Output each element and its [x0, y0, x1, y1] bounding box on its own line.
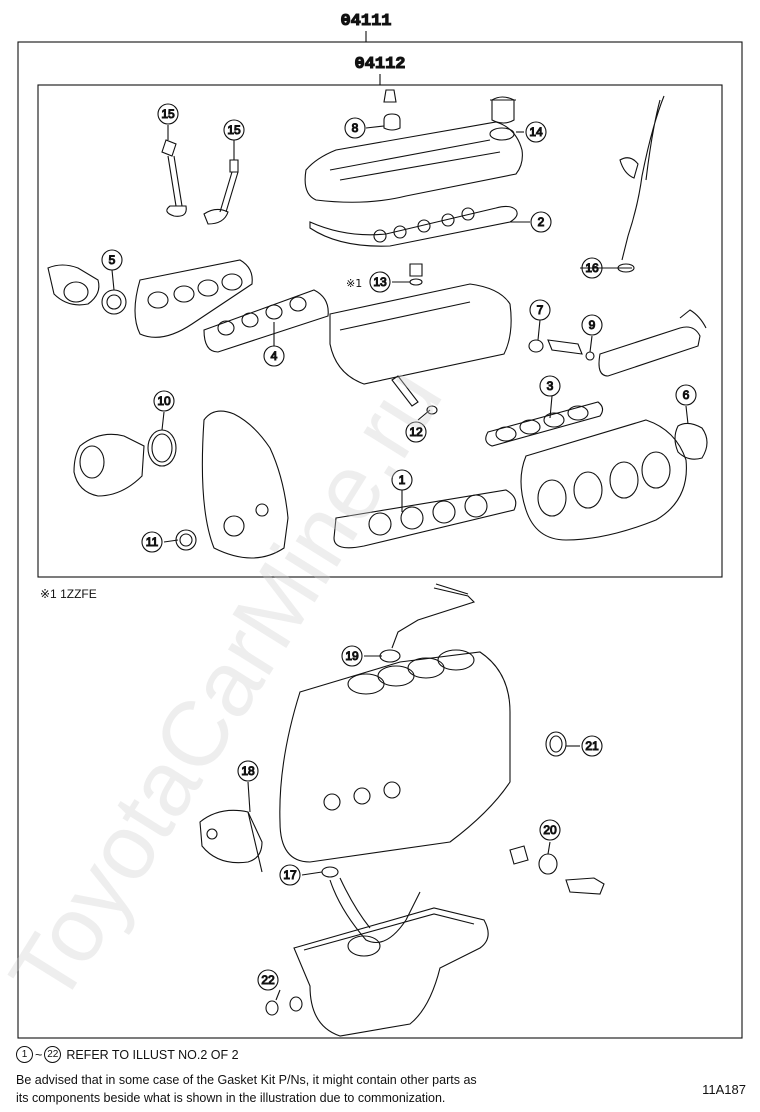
- svg-text:14: 14: [529, 125, 543, 139]
- svg-text:8: 8: [352, 121, 359, 135]
- part-9-o-ring: [585, 351, 595, 361]
- oil-pan: [293, 907, 489, 1037]
- svg-text:5: 5: [109, 253, 116, 267]
- advisory-line-1: Be advised that in some case of the Gask…: [16, 1073, 477, 1087]
- outer-kit-frame: [17, 41, 743, 1039]
- inner-kit-frame: [37, 84, 723, 578]
- timing-chain-cover: [201, 410, 289, 559]
- callout-15-b: 15: [223, 119, 245, 141]
- svg-text:3: 3: [547, 379, 554, 393]
- refer-tilde: ~: [35, 1047, 43, 1062]
- refer-note: 1 ~ 22 REFER TO ILLUST NO.2 OF 2: [16, 1046, 239, 1063]
- svg-text:15: 15: [227, 123, 241, 137]
- callout-4: 4: [263, 345, 285, 367]
- svg-text:6: 6: [683, 388, 690, 402]
- svg-text:10: 10: [157, 394, 171, 408]
- part-10-gasket: [147, 429, 177, 467]
- svg-text:20: 20: [543, 823, 557, 837]
- callout-15-a: 15: [157, 103, 179, 125]
- svg-text:16: 16: [585, 261, 599, 275]
- oil-strainer: [329, 877, 421, 944]
- callout-1: 1: [391, 469, 413, 491]
- part-14-oil-filler-cap: [489, 96, 516, 141]
- engine-footnote: ※1 1ZZFE: [40, 587, 97, 601]
- callout-8: 8: [344, 117, 366, 139]
- part-15-valve-stem-seals: [161, 139, 239, 225]
- callout-21: 21: [581, 735, 603, 757]
- part-6-gasket: [674, 422, 708, 460]
- part-5-seal: [101, 289, 127, 315]
- svg-text:11: 11: [146, 535, 159, 549]
- part-18-gasket: [199, 809, 263, 873]
- illustration-code: 11A187: [702, 1082, 746, 1097]
- part-1-cylinder-head-gasket: [333, 489, 517, 549]
- callout-12: 12: [405, 421, 427, 443]
- cylinder-block: [279, 649, 511, 863]
- callout-14: 14: [525, 121, 547, 143]
- refer-to-badge: 22: [44, 1046, 62, 1063]
- svg-text:21: 21: [585, 739, 599, 753]
- part-8-grommet: [383, 89, 401, 131]
- callout-16: 16: [581, 257, 603, 279]
- part-21-rear-oil-seal: [545, 731, 567, 757]
- advisory-line-2: its components beside what is shown in t…: [16, 1091, 446, 1105]
- callout-17: 17: [279, 864, 301, 886]
- part-22-gasket: [265, 996, 303, 1016]
- fuel-delivery-pipe: [598, 309, 707, 377]
- part-16-dipstick-guide: [617, 95, 665, 273]
- svg-text:13: 13: [373, 275, 387, 289]
- callout-10: 10: [153, 390, 175, 412]
- callout-11: 11: [141, 531, 163, 553]
- callout-20: 20: [539, 819, 561, 841]
- part-12-bolt: [391, 375, 438, 415]
- svg-text:15: 15: [161, 107, 175, 121]
- part-2-head-cover-gasket: [304, 121, 523, 247]
- svg-text:7: 7: [537, 303, 544, 317]
- water-pump: [73, 433, 145, 497]
- callouts: 1 2 3 4 5 6 7 8 9 10 11 12 13 14 15 15 1…: [101, 103, 697, 991]
- svg-text:12: 12: [409, 425, 423, 439]
- part-20-seal: [509, 845, 605, 895]
- svg-text:18: 18: [241, 764, 255, 778]
- callout-13-note-marker: ※1: [346, 277, 362, 290]
- callout-18: 18: [237, 760, 259, 782]
- svg-text:4: 4: [271, 349, 278, 363]
- part-13-drain-plug: [409, 263, 423, 286]
- callout-2: 2: [530, 211, 552, 233]
- outer-kit-number: 04111: [340, 12, 391, 31]
- svg-text:22: 22: [261, 973, 275, 987]
- intake-manifold: [520, 419, 687, 541]
- callout-13: 13: [369, 271, 391, 293]
- part-7-gasket: [528, 339, 583, 355]
- svg-text:19: 19: [345, 649, 359, 663]
- svg-text:1: 1: [399, 473, 406, 487]
- callout-3: 3: [539, 375, 561, 397]
- part-3-intake-manifold-gasket: [485, 401, 604, 447]
- svg-text:2: 2: [538, 215, 545, 229]
- refer-text: REFER TO ILLUST NO.2 OF 2: [66, 1047, 239, 1062]
- svg-text:17: 17: [283, 868, 297, 882]
- part-17-gasket: [321, 866, 339, 878]
- callout-19: 19: [341, 645, 363, 667]
- cylinder-head-upper: [329, 283, 512, 385]
- callout-6: 6: [675, 384, 697, 406]
- refer-from-badge: 1: [16, 1046, 33, 1063]
- callout-9: 9: [581, 314, 603, 336]
- svg-text:9: 9: [589, 318, 596, 332]
- callout-7: 7: [529, 299, 551, 321]
- inner-kit-number: 04112: [354, 55, 405, 74]
- callout-22: 22: [257, 969, 279, 991]
- part-11-oil-seal: [175, 529, 197, 551]
- callout-5: 5: [101, 249, 123, 271]
- part-4-exhaust-manifold-gasket: [47, 259, 329, 353]
